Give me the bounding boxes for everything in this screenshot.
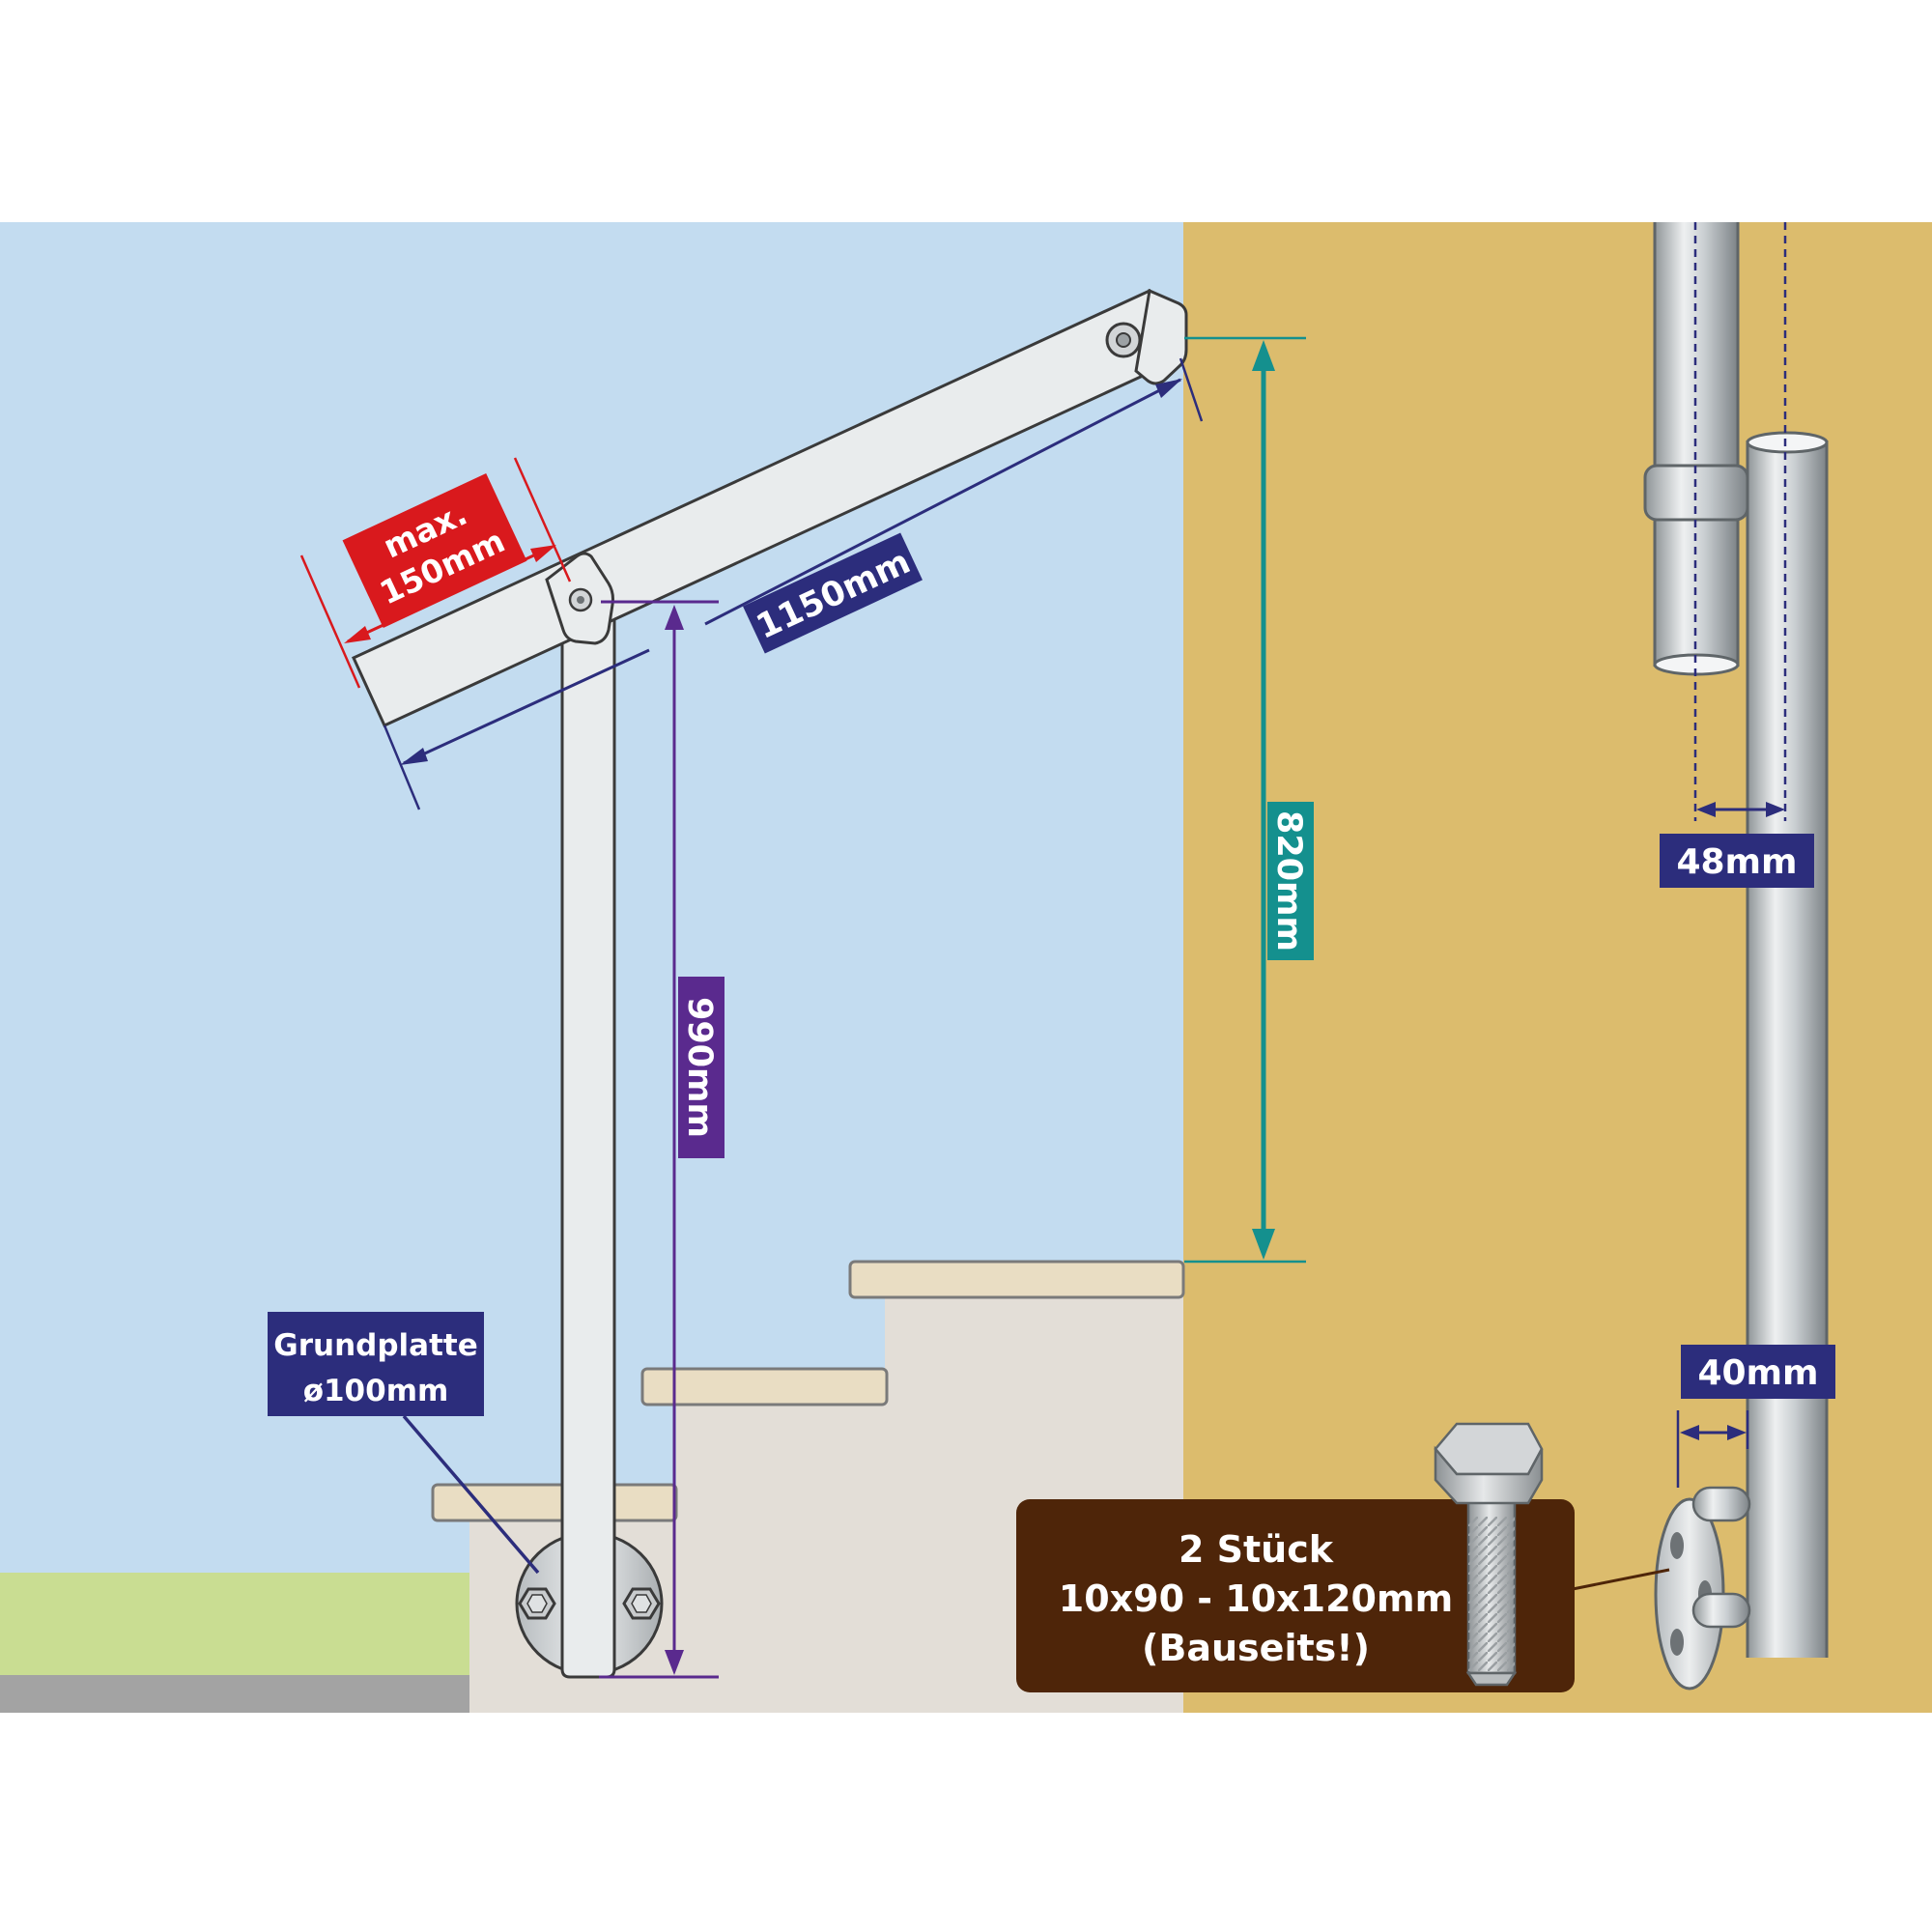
arrowhead xyxy=(1252,340,1275,371)
label-box xyxy=(342,473,527,628)
label-box xyxy=(268,1312,484,1416)
bracket-arm-lower xyxy=(1691,1592,1751,1629)
stair-tread-top xyxy=(848,1260,1185,1299)
flange-hole-icon xyxy=(1670,1532,1684,1559)
dim-extension xyxy=(513,457,572,582)
leader-bolts xyxy=(1572,1568,1670,1591)
dim-line-rail xyxy=(704,378,1181,626)
hex-nut-right-icon xyxy=(622,1587,661,1620)
arrowhead xyxy=(1727,1425,1747,1440)
flange-hole-icon xyxy=(1670,1629,1684,1656)
wall-bracket-bolt-center xyxy=(1116,332,1131,348)
grass-strip xyxy=(0,1573,469,1675)
label-post-height-text: 990mm xyxy=(680,997,719,1138)
wall-bracket xyxy=(1134,288,1188,385)
label-post-height: 990mm xyxy=(678,977,724,1158)
arrowhead xyxy=(1155,379,1182,398)
post-pipe-side xyxy=(1747,440,1827,1658)
label-box xyxy=(1681,1345,1835,1399)
arrowhead xyxy=(1680,1425,1699,1440)
arrowhead xyxy=(400,748,428,765)
label-post-diameter-text: 40mm xyxy=(1697,1353,1818,1393)
arrowhead xyxy=(665,605,684,630)
hex-bolt-icon xyxy=(1434,1422,1544,1687)
label-rise-height: 820mm xyxy=(1267,802,1314,960)
label-box xyxy=(1660,834,1814,888)
dim-extension xyxy=(1179,357,1204,422)
label-bolts-line3: (Bauseits!) xyxy=(1142,1627,1370,1669)
label-post-diameter: 40mm xyxy=(1681,1345,1835,1399)
arrowhead xyxy=(1766,802,1785,817)
label-bolts-line2: 10x90 - 10x120mm xyxy=(1059,1577,1453,1620)
post-pipe-top xyxy=(1746,431,1829,454)
dimension-lines xyxy=(299,336,1785,1679)
dim-line-rail xyxy=(403,648,650,765)
dim-extension xyxy=(383,724,421,810)
ground-strip xyxy=(0,1675,469,1713)
arrowhead xyxy=(344,626,371,643)
label-box xyxy=(678,977,724,1158)
label-baseplate-line1: Grundplatte xyxy=(273,1328,477,1363)
label-box xyxy=(1267,802,1314,960)
bolt-tip xyxy=(1465,1671,1518,1687)
bracket-arm-upper xyxy=(1691,1486,1751,1522)
label-box xyxy=(1016,1499,1575,1692)
arrowhead xyxy=(530,545,556,562)
arrowhead xyxy=(1252,1229,1275,1260)
arrowhead xyxy=(1696,802,1716,817)
vertical-post xyxy=(560,611,616,1679)
label-max-150mm: max. 150mm xyxy=(342,473,527,628)
side-view-wall-bracket xyxy=(1654,1486,1751,1690)
hex-nut-left-icon xyxy=(518,1587,556,1620)
arrowhead xyxy=(665,1650,684,1675)
bolt-thread xyxy=(1468,1517,1515,1671)
label-baseplate: Grundplatte ø100mm xyxy=(268,1312,484,1416)
label-bolts-line1: 2 Stück xyxy=(1179,1528,1334,1571)
side-view-pipes xyxy=(1643,222,1829,1658)
post-connector-bolt-center xyxy=(577,596,584,604)
leader-baseplate xyxy=(402,1414,540,1575)
stair-tread-middle xyxy=(640,1367,889,1406)
baseplate-assembly xyxy=(515,611,664,1679)
bolt-head-side xyxy=(1434,1445,1544,1505)
label-rise-height-text: 820mm xyxy=(1269,810,1308,952)
label-pipe-diameter: 48mm xyxy=(1660,834,1814,888)
label-box xyxy=(743,532,923,654)
label-baseplate-line2: ø100mm xyxy=(303,1374,449,1408)
dim-extension xyxy=(299,554,361,689)
label-bolts: 2 Stück 10x90 - 10x120mm (Bauseits!) xyxy=(1016,1499,1575,1692)
label-pipe-diameter-text: 48mm xyxy=(1676,842,1797,882)
